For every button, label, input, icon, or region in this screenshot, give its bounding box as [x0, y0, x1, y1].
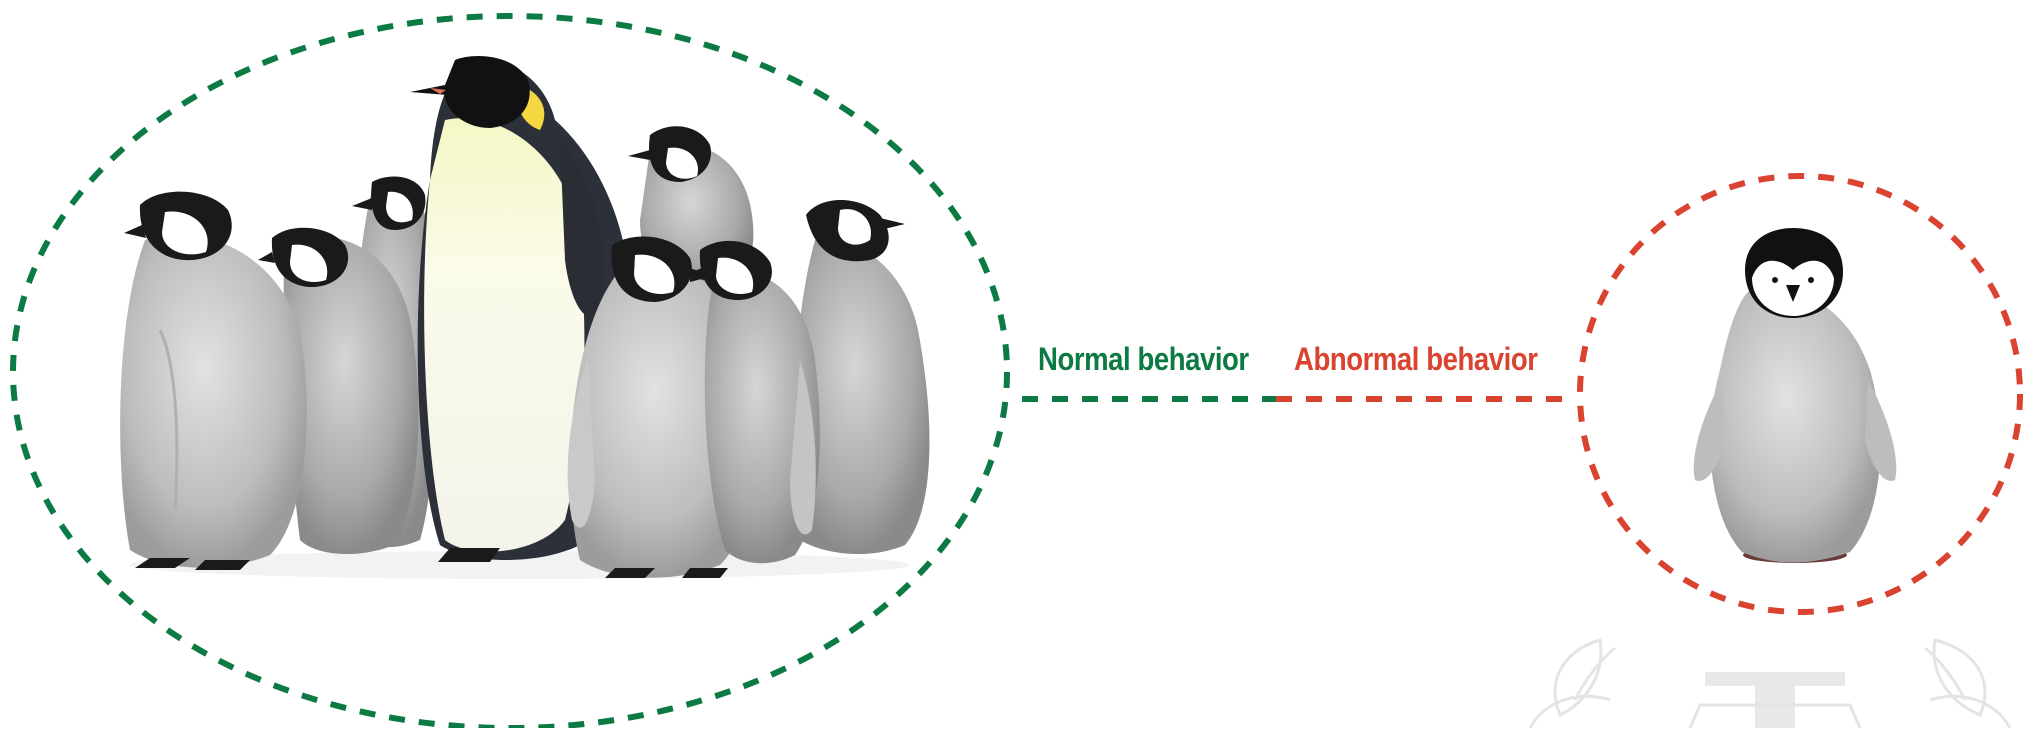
normal-behavior-label: Normal behavior — [1038, 343, 1249, 375]
logo-watermark — [1530, 640, 2010, 728]
penguin-group-image — [120, 56, 929, 579]
penguin-chick-image — [1694, 228, 1897, 563]
abnormal-behavior-label: Abnormal behavior — [1294, 343, 1537, 375]
